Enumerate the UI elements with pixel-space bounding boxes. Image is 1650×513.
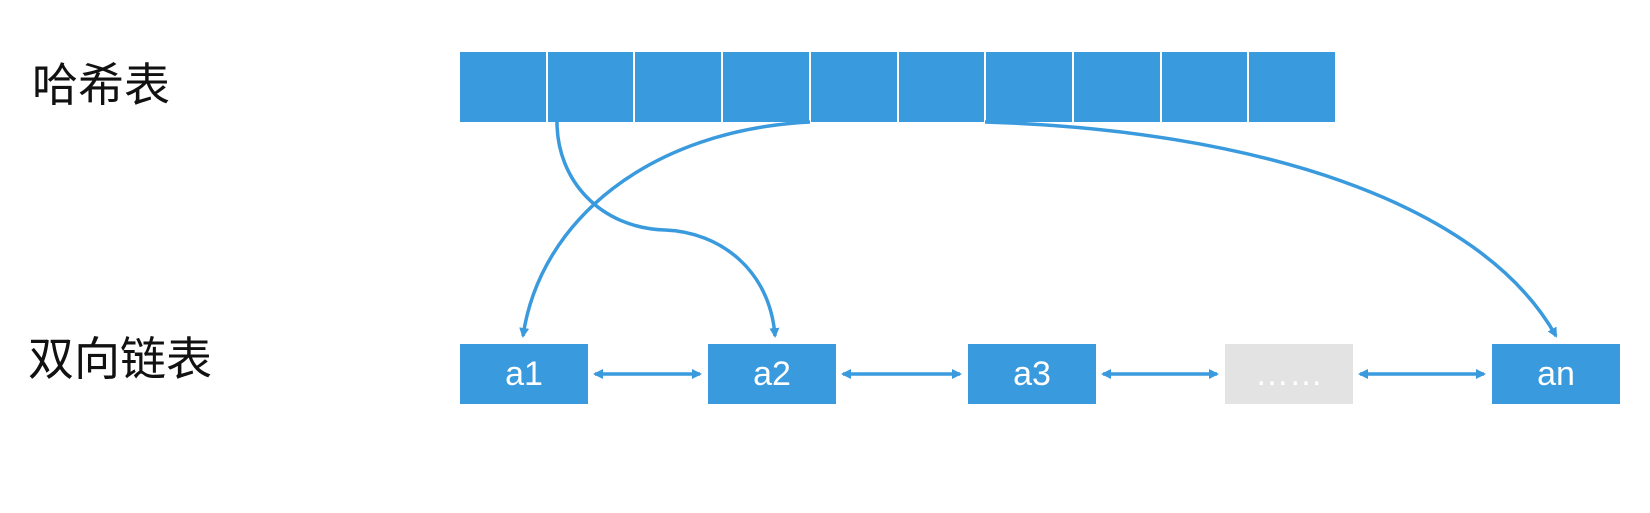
bucket-to-a1-edge (519, 120, 811, 338)
bucket-to-a2-edge (555, 121, 780, 338)
hash-bucket (635, 52, 724, 122)
hash-table (460, 52, 1336, 122)
hash-bucket (723, 52, 811, 122)
hash-bucket (1161, 52, 1250, 122)
hash-bucket (460, 52, 548, 122)
list-node-a2: a2 (708, 344, 836, 404)
list-node-a1: a1 (460, 344, 588, 404)
hash-bucket (547, 52, 636, 122)
hash-bucket (1073, 52, 1162, 122)
hash-table-label: 哈希表 (32, 58, 170, 112)
bucket-to-an-edge (984, 120, 1558, 338)
hash-bucket (810, 52, 899, 122)
hash-bucket (1249, 52, 1336, 122)
list-node-an: an (1492, 344, 1620, 404)
hash-bucket (898, 52, 987, 122)
list-node-a3: a3 (968, 344, 1096, 404)
doubly-linked-list-label: 双向链表 (28, 332, 212, 386)
hash-bucket (986, 52, 1074, 122)
list-node-ellipsis: …… (1225, 344, 1353, 404)
